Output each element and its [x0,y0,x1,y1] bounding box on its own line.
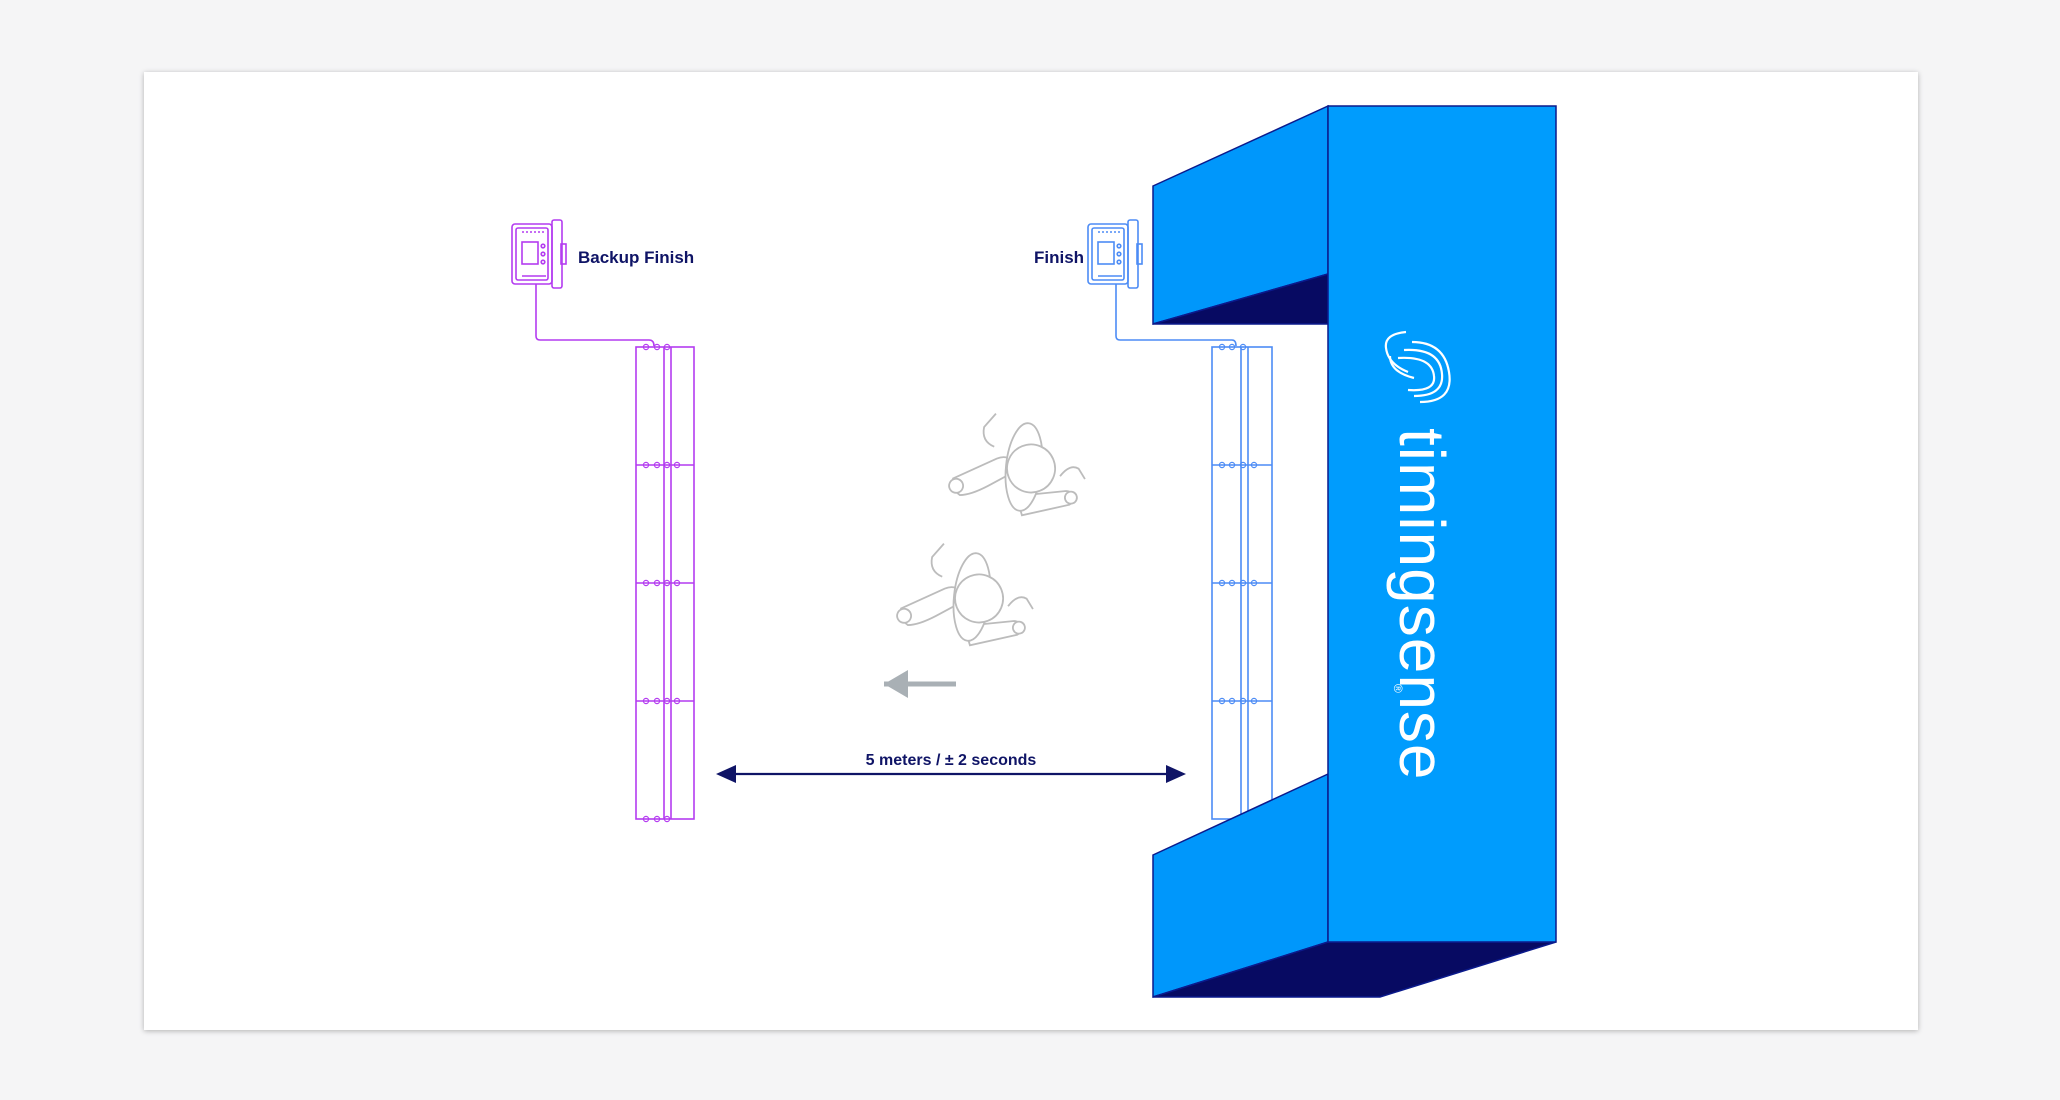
arrow-left-icon [884,670,956,698]
backup-finish-station [511,219,695,823]
finish-arch [1152,104,1557,999]
backup-cable [535,284,655,347]
finish-station [1087,219,1273,820]
backup-device-icon [511,219,567,289]
timingsense-logo-icon [1384,330,1451,404]
diagram-card: Backup Finish [144,72,1918,1030]
finish-label: Finish [1034,248,1084,267]
backup-mat [635,343,695,823]
finish-device-icon [1087,219,1143,289]
backup-finish-label: Backup Finish [578,248,694,267]
timing-setup-diagram: Backup Finish [511,104,1557,999]
brand-wordmark: timingsense [1386,428,1458,781]
runner-icon [948,413,1086,517]
finish-cable [1115,284,1237,347]
registered-mark: ® [1391,684,1405,693]
distance-measurement [716,765,1186,783]
finish-mat [1211,343,1273,820]
runner-icon [896,543,1034,647]
distance-label: 5 meters / ± 2 seconds [866,752,1037,769]
